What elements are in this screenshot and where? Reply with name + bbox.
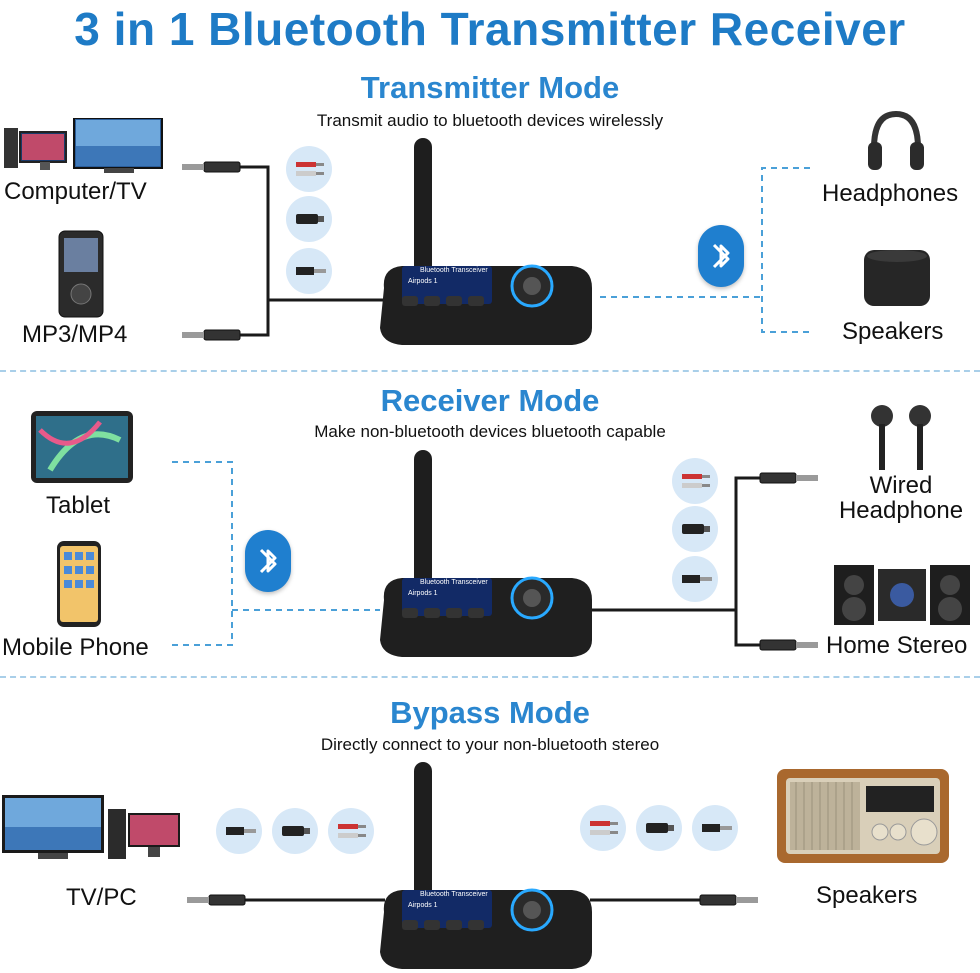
output-wired-label: Wired [869, 472, 933, 499]
rca-connector-icon [286, 146, 332, 192]
mp3-player-icon [58, 230, 104, 318]
optical-connector-icon [272, 808, 318, 854]
rca-connector-icon [328, 808, 374, 854]
vintage-radio-speaker-icon [777, 769, 949, 863]
aux-connector-icon [692, 805, 738, 851]
rca-connector-icon [672, 458, 718, 504]
headphones-icon [868, 110, 924, 170]
section-divider [0, 676, 980, 678]
transmitter-mode-title: Transmitter Mode [360, 70, 620, 105]
output-speakers-label: Speakers [842, 318, 944, 345]
tablet-icon [31, 411, 133, 483]
device-screen-line1: Airpods 1 [408, 590, 438, 597]
main-title: 3 in 1 Bluetooth Transmitter Receiver [74, 3, 906, 55]
aux-connector-icon [286, 248, 332, 294]
bluetooth-icon [245, 530, 291, 592]
tv-pc-icon [2, 795, 180, 859]
source-mobile-phone-label: Mobile Phone [2, 634, 149, 661]
section-divider [0, 370, 980, 372]
bluetooth-transceiver-device: Bluetooth Transceiver Airpods 1 [372, 762, 592, 972]
optical-connector-icon [286, 196, 332, 242]
transmitter-mode-subtitle: Transmit audio to bluetooth devices wire… [316, 111, 664, 130]
receiver-mode-title: Receiver Mode [380, 383, 600, 418]
output-headphones-label: Headphones [822, 180, 959, 207]
source-tv-pc-label: TV/PC [66, 884, 137, 911]
bluetooth-transceiver-device: Bluetooth Transceiver Airpods 1 [372, 450, 592, 657]
bypass-mode-subtitle: Directly connect to your non-bluetooth s… [320, 735, 660, 754]
optical-connector-icon [672, 506, 718, 552]
source-computer-tv-label: Computer/TV [4, 178, 147, 205]
bypass-mode-title: Bypass Mode [390, 695, 590, 730]
device-screen-line1: Airpods 1 [408, 902, 438, 909]
rca-connector-icon [580, 805, 626, 851]
aux-plug [203, 161, 241, 173]
device-screen-brand: Bluetooth Transceiver [420, 891, 488, 898]
device-screen-brand: Bluetooth Transceiver [420, 267, 488, 274]
bluetooth-icon [698, 225, 744, 287]
speaker-icon [864, 250, 930, 306]
wired-earphones-icon [871, 405, 931, 470]
home-stereo-icon [834, 565, 970, 625]
bluetooth-transceiver-device: Bluetooth Transceiver Airpods 1 [372, 138, 592, 345]
source-tablet-label: Tablet [46, 492, 111, 519]
source-mp3-mp4-label: MP3/MP4 [22, 321, 128, 348]
output-speakers-label: Speakers [816, 882, 918, 909]
aux-connector-icon [216, 808, 262, 854]
output-home-stereo-label: Home Stereo [826, 632, 968, 659]
device-screen-line1: Airpods 1 [408, 278, 438, 285]
aux-connector-icon [672, 556, 718, 602]
receiver-mode-subtitle: Make non-bluetooth devices bluetooth cap… [314, 422, 666, 441]
device-screen-brand: Bluetooth Transceiver [420, 579, 488, 586]
optical-connector-icon [636, 805, 682, 851]
mobile-phone-icon [57, 541, 101, 627]
computer-tv-icon [4, 118, 163, 173]
output-headphone-label: Headphone [838, 497, 964, 524]
